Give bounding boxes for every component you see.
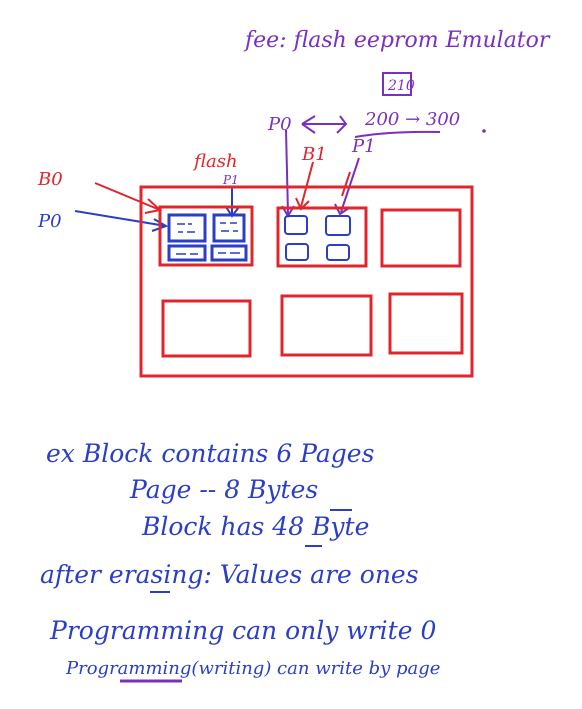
flash-label: flash bbox=[192, 151, 238, 172]
page-b1-2 bbox=[325, 215, 351, 236]
value-box-text: 210 bbox=[387, 78, 415, 94]
range-underline bbox=[354, 130, 441, 138]
note-page-bytes: Page -- 8 Bytes bbox=[129, 475, 318, 504]
b1-tick bbox=[341, 171, 351, 197]
block-bottom-right bbox=[388, 292, 464, 355]
p0-label-left: P0 bbox=[37, 211, 62, 232]
page-data-marks bbox=[176, 222, 240, 255]
value-box bbox=[382, 72, 412, 96]
block-top-right bbox=[380, 208, 462, 268]
swap-arrow bbox=[301, 115, 348, 134]
p1-small-label: P1 bbox=[222, 173, 239, 187]
note-block-bytes: Block has 48 Byte bbox=[141, 512, 369, 541]
page-b1-1 bbox=[284, 215, 308, 235]
range-label: 200 → 300 bbox=[364, 109, 460, 130]
note-underlines bbox=[150, 509, 352, 593]
block-b0 bbox=[158, 205, 254, 267]
flash-memory-outline bbox=[139, 185, 474, 378]
block-bottom-middle bbox=[280, 294, 373, 357]
page-b0-3 bbox=[167, 244, 207, 262]
note-after-erasing: after erasing: Values are ones bbox=[40, 560, 419, 589]
note-programming-zero: Programming can only write 0 bbox=[49, 616, 436, 645]
b1-label: B1 bbox=[301, 144, 327, 165]
page-b1-4 bbox=[326, 244, 350, 261]
b0-label: B0 bbox=[37, 169, 63, 190]
page-b0-1 bbox=[167, 213, 207, 243]
note-block-pages: ex Block contains 6 Pages bbox=[46, 439, 374, 468]
p1-label: P1 bbox=[351, 136, 376, 157]
p0-label-top: P0 bbox=[267, 114, 292, 135]
note-write-by-page: Programming(writing) can write by page bbox=[65, 658, 440, 679]
block-b1 bbox=[276, 206, 368, 268]
title-text: fee: flash eeprom Emulator bbox=[243, 28, 551, 53]
page-b0-4 bbox=[210, 244, 248, 262]
page-b1-3 bbox=[285, 243, 309, 261]
page-b0-2 bbox=[212, 213, 246, 243]
p0-arrow bbox=[74, 210, 169, 232]
dot bbox=[482, 129, 486, 133]
p0-top-arrow bbox=[281, 129, 295, 218]
flash-p1-arrow bbox=[225, 186, 240, 218]
block-bottom-left bbox=[161, 299, 252, 358]
